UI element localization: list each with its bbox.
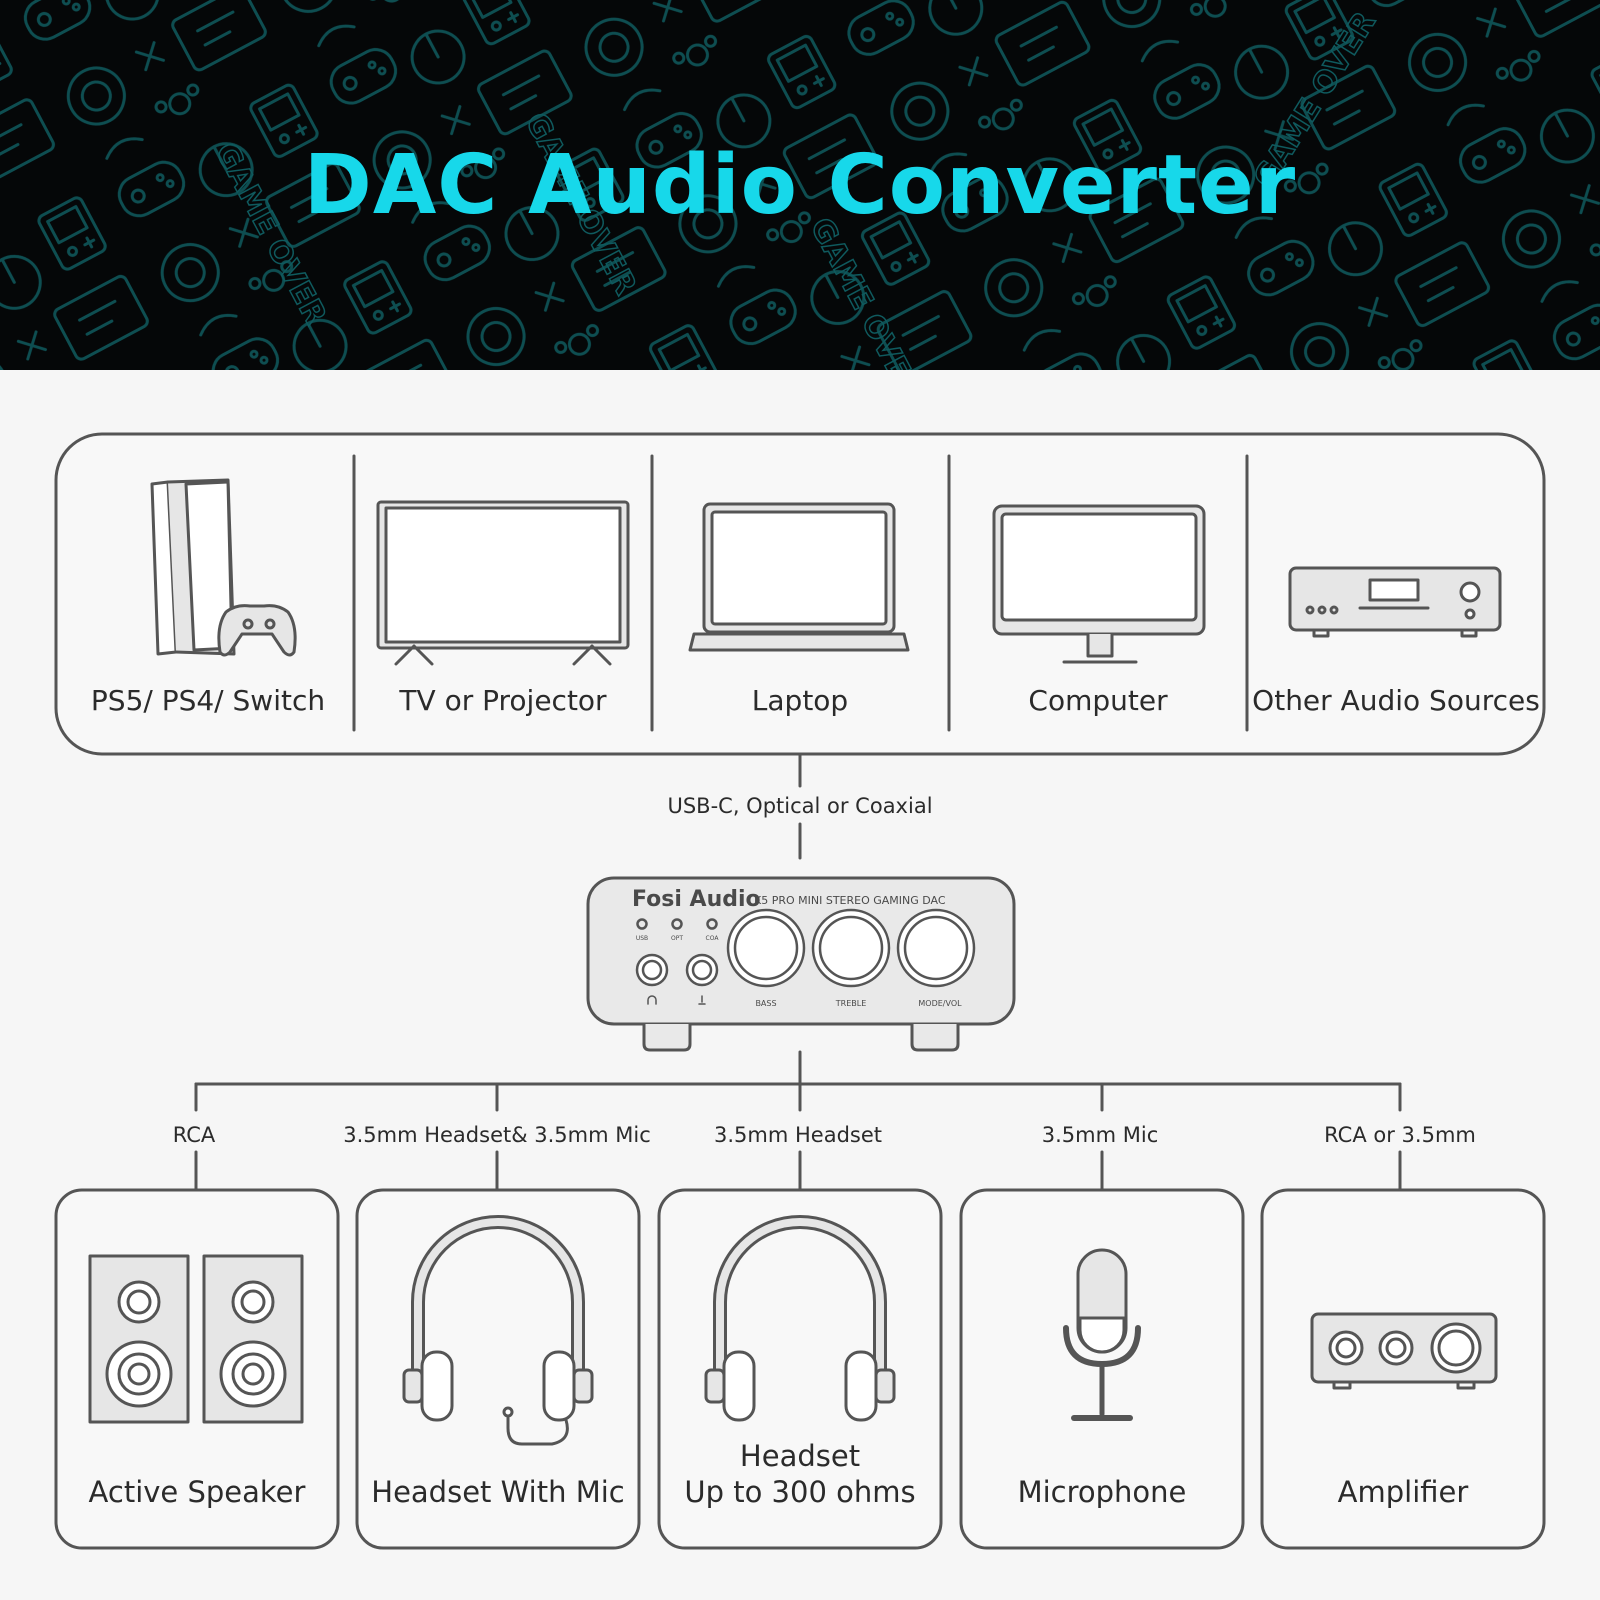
knob-label-bass: BASS	[755, 999, 776, 1008]
knob-label-treble: TREBLE	[835, 999, 867, 1008]
output-connection-label: 3.5mm Headset	[714, 1123, 882, 1147]
knob-label-mode-vol: MODE/VOL	[918, 999, 962, 1008]
output-connection-label: 3.5mm Mic	[1042, 1123, 1158, 1147]
output-connection-label: 3.5mm Headset& 3.5mm Mic	[343, 1123, 651, 1147]
laptop-icon	[688, 502, 910, 652]
output-label-headset-ohms: Up to 300 ohms	[684, 1475, 915, 1509]
headphones-icon	[704, 1215, 896, 1422]
dac-device	[586, 876, 1016, 1052]
mic-jack-icon	[698, 995, 706, 1005]
headphone-jack-icon	[647, 995, 657, 1005]
output-connection-label: RCA or 3.5mm	[1324, 1123, 1476, 1147]
monitor-icon	[992, 504, 1206, 664]
output-label-headset-mic: Headset With Mic	[371, 1475, 624, 1509]
indicator-label-usb: USB	[636, 935, 648, 942]
source-label-computer: Computer	[1028, 684, 1168, 717]
indicator-label-opt: OPT	[671, 935, 683, 942]
title-banner: GAME OVER GAME OVER GAME OVER GAME OVER …	[0, 0, 1600, 370]
device-brand: Fosi Audio	[632, 887, 761, 912]
source-label-tv: TV or Projector	[398, 684, 607, 717]
source-label-other: Other Audio Sources	[1252, 684, 1540, 717]
source-label-laptop: Laptop	[752, 684, 848, 717]
gamepad-pattern-background: GAME OVER GAME OVER GAME OVER GAME OVER	[0, 0, 1600, 370]
speaker-icon	[88, 1254, 304, 1424]
source-label-console: PS5/ PS4/ Switch	[91, 684, 325, 717]
page-title: DAC Audio Converter	[303, 138, 1297, 233]
tv-icon	[376, 500, 630, 666]
device-model: K5 PRO MINI STEREO GAMING DAC	[754, 894, 946, 907]
output-label-amplifier: Amplifier	[1338, 1475, 1469, 1509]
input-connection-label: USB-C, Optical or Coaxial	[667, 794, 932, 818]
amplifier-icon	[1310, 1312, 1498, 1390]
indicator-label-coa: COA	[706, 935, 720, 942]
output-label-headset: Headset	[740, 1439, 860, 1473]
output-connection-label: RCA	[173, 1123, 216, 1147]
headset-mic-icon	[402, 1215, 594, 1446]
output-label-speaker: Active Speaker	[89, 1475, 306, 1509]
game-console-icon	[150, 478, 297, 657]
microphone-icon	[1063, 1248, 1141, 1421]
audio-player-icon	[1288, 566, 1502, 638]
output-label-microphone: Microphone	[1018, 1475, 1187, 1509]
